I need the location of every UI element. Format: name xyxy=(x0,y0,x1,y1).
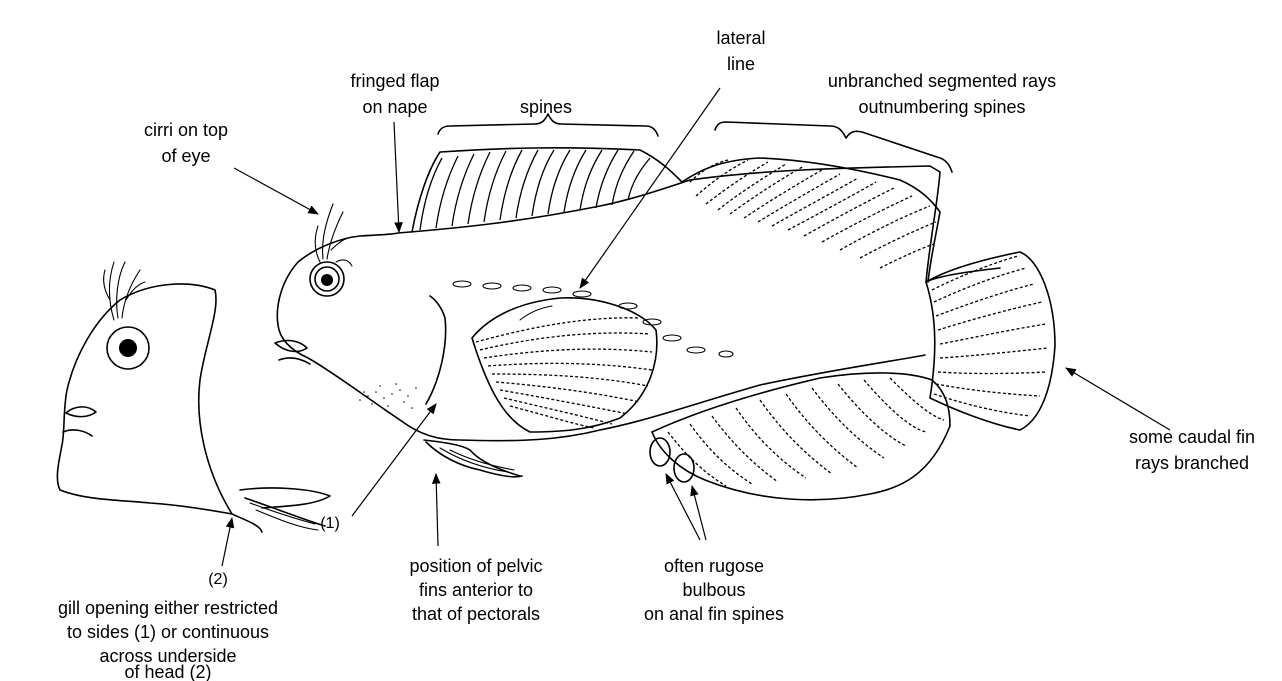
svg-text:outnumbering spines: outnumbering spines xyxy=(858,97,1025,117)
head-variant-2 xyxy=(57,262,330,532)
anal-arrow-1 xyxy=(666,474,700,540)
svg-text:bulbous: bulbous xyxy=(682,580,745,600)
main-fish xyxy=(275,148,1055,500)
svg-text:on anal fin spines: on anal fin spines xyxy=(644,604,784,624)
svg-text:fringed flap: fringed flap xyxy=(350,71,439,91)
label-gill-opening: gill opening either restricted to sides … xyxy=(58,598,278,681)
dorsal-spines xyxy=(412,148,682,232)
spines-bracket xyxy=(438,114,658,136)
svg-text:to sides (1) or continuous: to sides (1) or continuous xyxy=(67,622,269,642)
cirri-arrow xyxy=(234,168,318,214)
svg-text:often rugose: often rugose xyxy=(664,556,764,576)
fringed-flap-arrow xyxy=(394,122,399,232)
svg-text:some caudal fin: some caudal fin xyxy=(1129,427,1255,447)
caudal-arrow xyxy=(1066,368,1170,430)
label-anal: often rugose bulbous on anal fin spines xyxy=(644,556,784,624)
svg-text:on nape: on nape xyxy=(362,97,427,117)
label-lateral-line: lateral line xyxy=(716,28,765,74)
label-caudal: some caudal fin rays branched xyxy=(1129,427,1255,473)
svg-text:of eye: of eye xyxy=(161,146,210,166)
anal-fin xyxy=(650,373,950,500)
svg-text:rays branched: rays branched xyxy=(1135,453,1249,473)
svg-text:position of pelvic: position of pelvic xyxy=(409,556,542,576)
marker-1: (1) xyxy=(320,515,340,532)
stippling xyxy=(359,383,417,409)
gill-2-arrow xyxy=(222,518,232,566)
pelvic-fin xyxy=(424,440,522,477)
svg-text:gill opening either restricted: gill opening either restricted xyxy=(58,598,278,618)
lateral-line-marks xyxy=(453,281,733,357)
label-cirri: cirri on top of eye xyxy=(144,120,228,166)
gill-1-arrow xyxy=(352,404,436,516)
pelvic-arrow xyxy=(436,474,438,546)
label-pelvic: position of pelvic fins anterior to that… xyxy=(409,556,542,624)
svg-text:cirri on top: cirri on top xyxy=(144,120,228,140)
svg-text:lateral: lateral xyxy=(716,28,765,48)
svg-text:line: line xyxy=(727,54,755,74)
label-fringed-flap: fringed flap on nape xyxy=(350,71,439,117)
caudal-fin xyxy=(926,252,1055,430)
soft-rays-bracket xyxy=(715,122,952,172)
pectoral-fin xyxy=(472,298,657,432)
label-spines: spines xyxy=(520,97,572,117)
soft-dorsal-fin xyxy=(682,158,940,282)
svg-text:fins anterior to: fins anterior to xyxy=(419,580,533,600)
anal-arrow-2 xyxy=(692,486,706,540)
svg-text:that of pectorals: that of pectorals xyxy=(412,604,540,624)
marker-2: (2) xyxy=(208,571,228,588)
svg-text:of head (2): of head (2) xyxy=(124,662,211,681)
label-unbranched: unbranched segmented rays outnumbering s… xyxy=(828,71,1056,117)
svg-text:unbranched segmented rays: unbranched segmented rays xyxy=(828,71,1056,91)
